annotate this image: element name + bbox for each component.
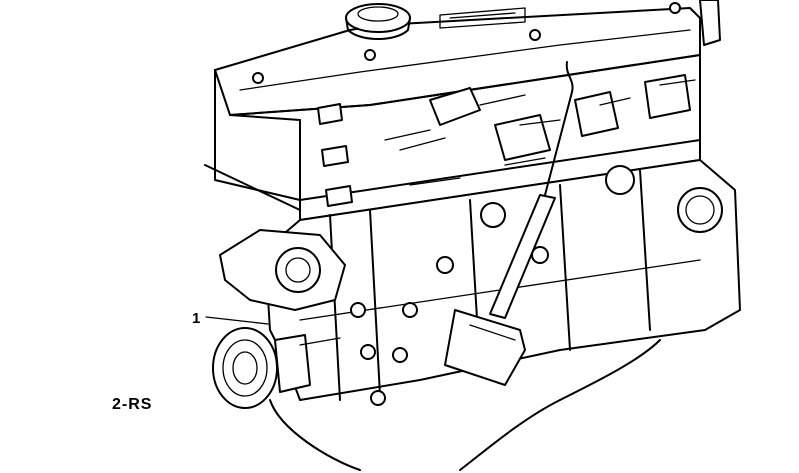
- front-bolts: [350, 302, 418, 406]
- part-code-label: 2-RS: [112, 396, 153, 413]
- callout-1-leader-line: [205, 316, 269, 325]
- oil-pan: [269, 339, 661, 471]
- engine-block: [264, 159, 741, 401]
- crankshaft-pulley: [212, 327, 341, 409]
- cover-bolts: [252, 0, 721, 84]
- oil-filler-cap: [345, 3, 411, 40]
- callout-number-1: 1: [192, 310, 201, 327]
- dipstick: [444, 61, 574, 386]
- intake-ports: [384, 74, 696, 186]
- valve-cover: [214, 7, 701, 201]
- head-studs: [317, 103, 353, 207]
- water-pump-housing: [219, 229, 346, 311]
